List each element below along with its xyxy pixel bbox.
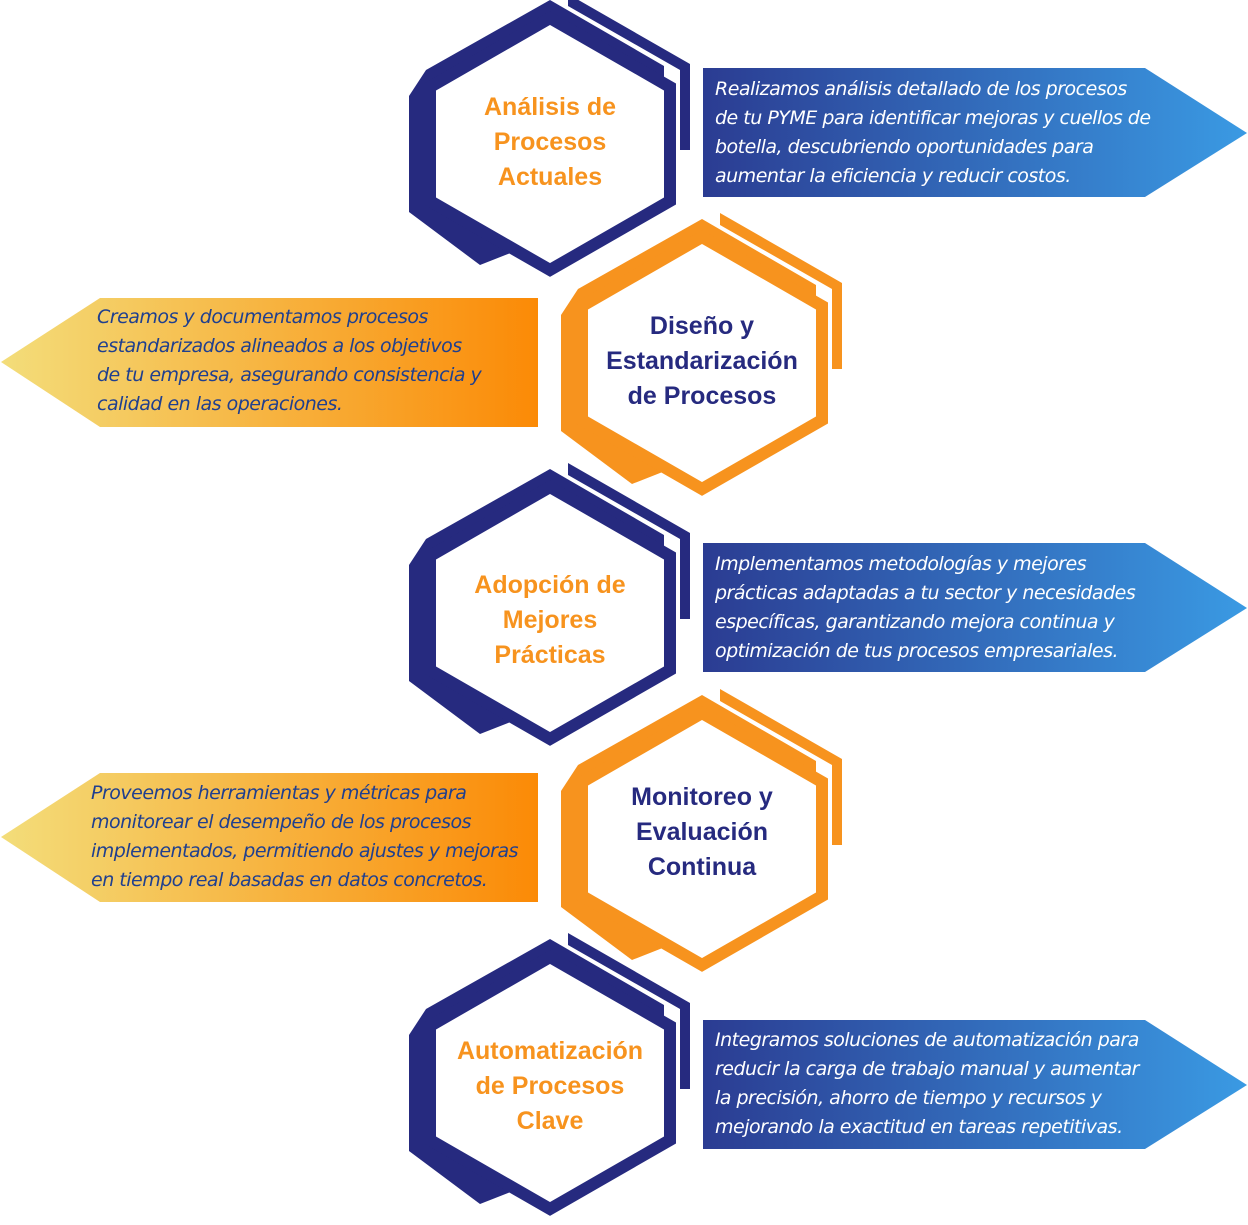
step-1-arrow	[703, 68, 1247, 197]
step-3-description: Implementamos metodologías y mejores prá…	[715, 553, 1136, 662]
step-4-arrow	[1, 773, 538, 902]
step-5-description: Integramos soluciones de automatización …	[715, 1029, 1139, 1138]
step-4-hexagon	[561, 689, 842, 972]
step-4-description: Proveemos herramientas y métricas para m…	[91, 782, 519, 891]
step-2-hexagon	[561, 213, 842, 496]
step-1-hexagon	[409, 0, 690, 277]
step-5-arrow	[703, 1020, 1247, 1149]
step-2-arrow	[1, 298, 538, 427]
step-2-description: Creamos y documentamos procesos estandar…	[97, 306, 482, 415]
step-3-hexagon	[409, 463, 690, 746]
step-2-title: Diseño y Estandarización de Procesos	[606, 312, 798, 410]
step-4-title: Monitoreo y Evaluación Continua	[631, 783, 773, 881]
step-5-hexagon	[409, 933, 690, 1216]
step-3-arrow	[703, 543, 1247, 672]
step-1-description: Realizamos análisis detallado de los pro…	[715, 78, 1151, 187]
step-3-title: Adopción de Mejores Prácticas	[474, 571, 626, 669]
step-1-title: Análisis de Procesos Actuales	[484, 93, 616, 191]
step-5-title: Automatización de Procesos Clave	[456, 1037, 644, 1135]
